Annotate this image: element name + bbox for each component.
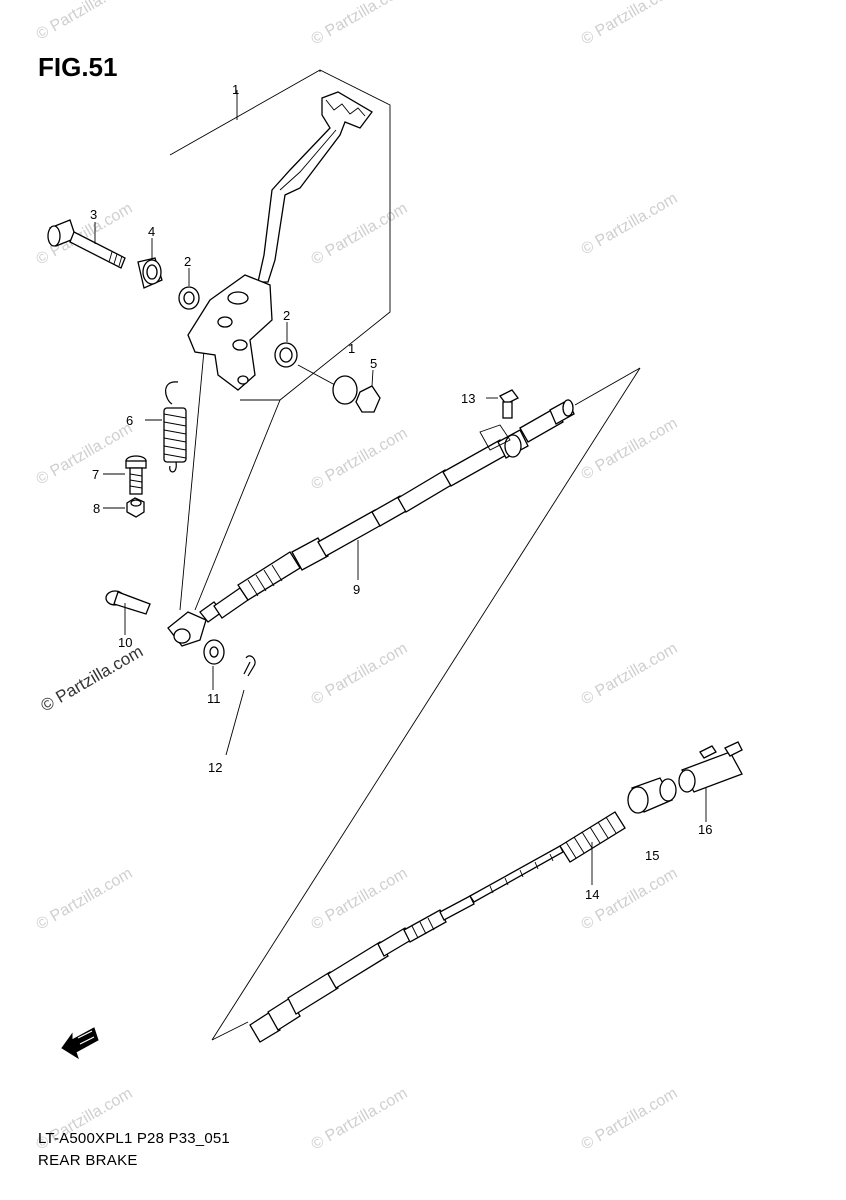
callout-2: 2 <box>184 254 191 269</box>
watermark: © Partzilla.com <box>34 0 136 43</box>
rod-joint <box>627 777 677 814</box>
brake-arm-joint <box>678 741 743 822</box>
callout-13: 13 <box>461 391 475 406</box>
pedal-assembly-box <box>169 69 391 611</box>
callout-9: 9 <box>353 582 360 597</box>
bushing <box>274 322 298 368</box>
stopper-bolt <box>103 455 147 495</box>
watermark: © Partzilla.com <box>34 420 136 489</box>
figure-caption: REAR BRAKE <box>38 1152 138 1169</box>
clevis-washer <box>203 639 225 690</box>
watermark: © Partzilla.com <box>309 200 411 269</box>
callout-2-secondary: 2 <box>283 308 290 323</box>
callout-11: 11 <box>207 691 221 706</box>
callout-5: 5 <box>370 356 377 371</box>
watermark: © Partzilla.com <box>579 190 681 259</box>
assembly-pointer-lines <box>211 367 641 1041</box>
callout-10: 10 <box>118 635 132 650</box>
watermark: © Partzilla.com <box>309 865 411 934</box>
watermark: © Partzilla.com <box>579 415 681 484</box>
watermark: © Partzilla.com <box>309 1085 411 1154</box>
watermark: © Partzilla.com <box>309 425 411 494</box>
callout-1: 1 <box>232 82 239 97</box>
bushing <box>178 268 200 310</box>
callout-15: 15 <box>645 848 659 863</box>
callout-1-secondary: 1 <box>348 341 355 356</box>
watermark: © Partzilla.com <box>309 640 411 709</box>
callout-12: 12 <box>208 760 222 775</box>
callout-14: 14 <box>585 887 599 902</box>
callout-labels: 1 1 2 2 3 4 5 6 7 8 9 10 11 12 13 14 15 … <box>90 82 712 902</box>
watermark-layer: © Partzilla.com © Partzilla.com © Partzi… <box>34 0 681 1153</box>
rear-brake-cable <box>213 399 575 619</box>
model-code: LT-A500XPL1 P28 P33_051 <box>38 1130 230 1147</box>
stopper-nut <box>103 497 145 518</box>
front-direction-arrow-icon <box>61 1027 99 1060</box>
watermark-prominent: © Partzilla.com <box>38 642 147 716</box>
watermark: © Partzilla.com <box>309 0 411 48</box>
figure-title: FIG.51 <box>38 52 118 82</box>
watermark: © Partzilla.com <box>579 640 681 709</box>
return-spring <box>145 381 187 473</box>
cotter-pin <box>225 655 256 756</box>
callout-8: 8 <box>93 501 100 516</box>
callout-4: 4 <box>148 224 155 239</box>
watermark: © Partzilla.com <box>579 0 681 48</box>
washer-and-nut <box>297 364 381 413</box>
brake-rod-lower <box>249 811 626 1043</box>
callout-7: 7 <box>92 467 99 482</box>
brake-pedal <box>187 91 373 391</box>
callout-6: 6 <box>126 413 133 428</box>
watermark: © Partzilla.com <box>579 1085 681 1154</box>
callout-16: 16 <box>698 822 712 837</box>
pivot-bolt <box>47 219 126 269</box>
collar <box>137 238 163 289</box>
clevis-pin <box>105 590 151 635</box>
cable-bracket-bolt <box>486 389 519 419</box>
callout-3: 3 <box>90 207 97 222</box>
watermark: © Partzilla.com <box>34 865 136 934</box>
